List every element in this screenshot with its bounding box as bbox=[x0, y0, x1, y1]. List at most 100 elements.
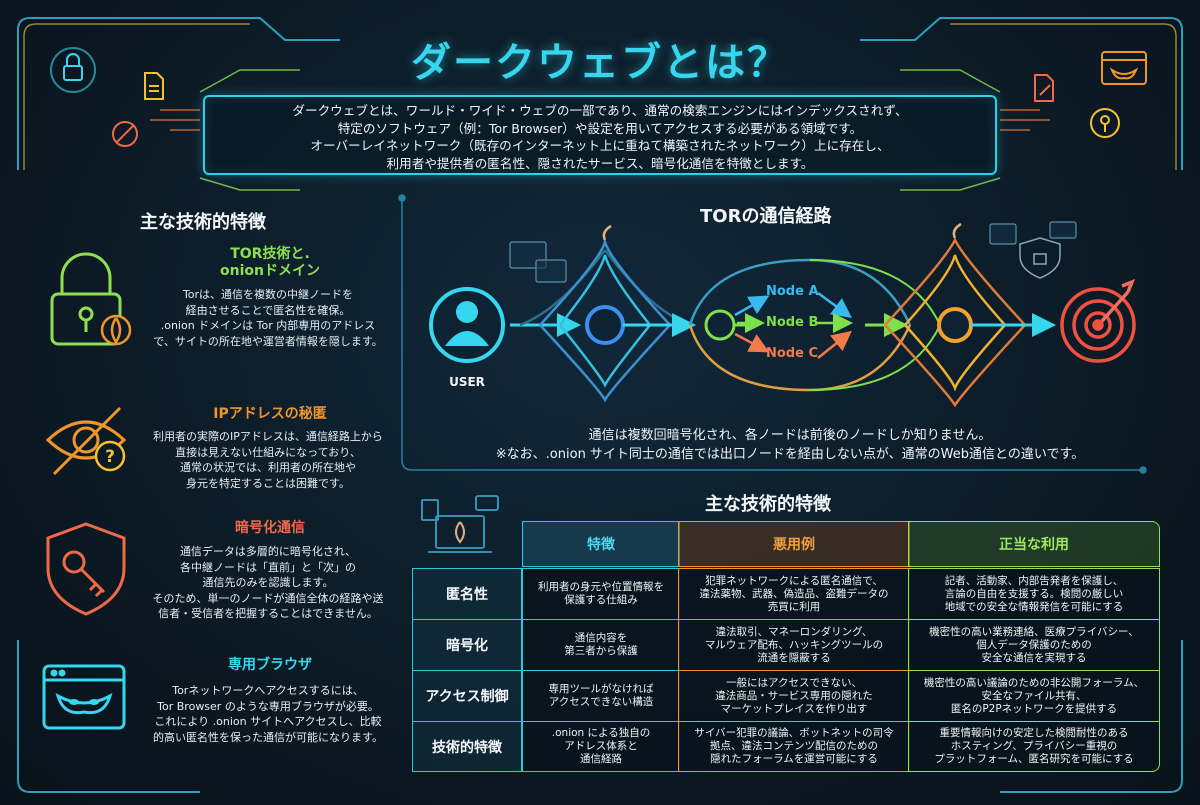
row-label: 暗号化 bbox=[412, 619, 522, 671]
shield-lock-icon bbox=[1019, 237, 1061, 279]
page-title: ダークウェブとは？ bbox=[411, 40, 789, 86]
cell-legit: 記者、活動家、内部告発者を保護し、 言論の自由を支援する。検閲の厳しい 地域での… bbox=[908, 568, 1160, 620]
cell-line: 違法取引、マネーロンダリング、 bbox=[715, 625, 873, 638]
cell-line: 通信経路 bbox=[580, 753, 622, 765]
cell-line: アクセスできない構造 bbox=[548, 696, 654, 708]
cell-legit: 機密性の高い業務連絡、医療プライバシー、 個人データ保護のための 安全な通信を実… bbox=[908, 619, 1160, 671]
cell-line: 通信内容を bbox=[574, 632, 628, 644]
feature-body-line: 的高い匿名性を保った通信が可能になります。 bbox=[153, 730, 383, 744]
feature-body: Torネットワークへアクセスするには、 Tor Browser のような専用ブラ… bbox=[128, 683, 408, 745]
cell-line: 第三者から保護 bbox=[564, 645, 638, 657]
cell-line: 安全な通信を実現する bbox=[981, 651, 1087, 664]
tor-route-caption: 通信は複数回暗号化され、各ノードは前後のノードしか知りません。 ※なお、.oni… bbox=[440, 426, 1140, 464]
shield-key-icon bbox=[46, 522, 126, 616]
feature-heading-line: 専用ブラウザ bbox=[228, 657, 312, 673]
feature-body-line: で、サイトの所在地や運営者情報を隠します。 bbox=[153, 334, 383, 348]
cell-line: .onion による独自の bbox=[551, 727, 651, 739]
cell-line: 言論の自由を支援する。検閲の厳しい bbox=[944, 587, 1124, 600]
intro-line: 特定のソフトウェア（例：Tor Browser）や設定を用いてアクセスする必要が… bbox=[337, 120, 863, 136]
cell-line: 違法薬物、武器、偽造品、盗難データの bbox=[699, 587, 889, 600]
node-c-label: Node C bbox=[766, 346, 818, 361]
feature-heading: 暗号化通信 bbox=[150, 520, 390, 537]
feature-heading-line: TOR技術と. bbox=[230, 246, 310, 262]
intro-line: 利用者や提供者の匿名性、隠されたサービス、暗号化通信を特徴とします。 bbox=[386, 155, 814, 171]
feature-body-line: .onion ドメインは Tor 内部専用のアドレス bbox=[160, 319, 376, 332]
cell-abuse: 一般にはアクセスできない、 違法商品・サービス専用の隠れた マーケットプレイスを… bbox=[678, 670, 910, 722]
cell-line: 専用ツールがなければ bbox=[548, 683, 654, 695]
cell-line: サイバー犯罪の議論、ボットネットの司令 bbox=[694, 727, 894, 739]
tor-route-diagram bbox=[429, 221, 1136, 408]
feature-body: 通信データは多層的に暗号化され、 各中継ノードは「直前」と「次」の 通信先のみを… bbox=[128, 544, 408, 622]
cell-feature: 利用者の身元や位置情報を 保護する仕組み bbox=[522, 568, 680, 620]
row-label: 技術的特徴 bbox=[412, 721, 522, 772]
cell-line: 重要情報向けの安定した検閲耐性のある bbox=[939, 727, 1129, 739]
node-b-label: Node B bbox=[766, 315, 819, 330]
feature-body-line: Tor Browser のような専用ブラウザが必要。 bbox=[157, 699, 379, 713]
header-feature: 特徴 bbox=[522, 521, 680, 567]
feature-body-line: 通信先のみを認識します。 bbox=[202, 576, 334, 589]
browser-mask-icon bbox=[1101, 51, 1147, 85]
tor-route-title: TORの通信経路 bbox=[700, 206, 832, 227]
feature-body-line: これにより .onion サイトへアクセスし、比較 bbox=[154, 715, 382, 728]
cell-line: マーケットプレイスを作り出す bbox=[720, 702, 868, 715]
user-label: USER bbox=[449, 375, 485, 389]
cell-line: 機密性の高い議論のための非公開フォーラム、 bbox=[923, 676, 1145, 689]
feature-body-line: そのため、単一のノードが通信全体の経路や送 bbox=[152, 591, 384, 605]
laptop-onion-icon bbox=[421, 495, 499, 553]
hidden-eye-icon: ? bbox=[45, 406, 127, 476]
cell-line: 機密性の高い業務連絡、医療プライバシー、 bbox=[929, 625, 1139, 638]
browser-mask-icon bbox=[42, 664, 126, 730]
cell-abuse: 違法取引、マネーロンダリング、 マルウェア配布、ハッキングツールの 流通を隠蔽す… bbox=[678, 619, 910, 671]
cell-feature: 専用ツールがなければ アクセスできない構造 bbox=[522, 670, 680, 722]
intro-line: オーバーレイネットワーク（既存のインターネット上に重ねて構築されたネットワーク）… bbox=[310, 138, 890, 153]
table-title: 主な技術的特徴 bbox=[705, 494, 831, 515]
cell-abuse: 犯罪ネットワークによる匿名通信で、 違法薬物、武器、偽造品、盗難データの 売買に… bbox=[678, 568, 910, 620]
features-table: 特徴 悪用例 正当な利用 匿名性 利用者の身元や位置情報を 保護する仕組み 犯罪… bbox=[412, 521, 1160, 772]
cell-line: 隠れたフォーラムを運営可能にする bbox=[710, 753, 878, 765]
cell-line: 記者、活動家、内部告発者を保護し、 bbox=[944, 574, 1124, 587]
feature-body-line: 身元を特定することは困難です。 bbox=[186, 476, 350, 490]
cell-line: 売買に利用 bbox=[767, 600, 821, 613]
feature-body-line: 通信データは多層的に暗号化され、 bbox=[179, 545, 357, 558]
svg-text:?: ? bbox=[105, 447, 115, 467]
row-label: 匿名性 bbox=[412, 568, 522, 620]
cell-legit: 重要情報向けの安定した検閲耐性のある ホスティング、プライバシー重視の プラット… bbox=[908, 721, 1160, 772]
feature-body-line: 通常の状況では、利用者の所在地や bbox=[180, 461, 356, 474]
no-tracking-icon bbox=[112, 121, 138, 147]
cell-legit: 機密性の高い議論のための非公開フォーラム、 安全なファイル共有、 匿名のP2Pネ… bbox=[908, 670, 1160, 722]
screen-icon bbox=[509, 221, 1077, 283]
cell-line: 流通を隠蔽する bbox=[757, 651, 831, 664]
feature-body-line: 信者・受信者を把握することはできません。 bbox=[158, 607, 378, 620]
padlock-onion-icon bbox=[50, 252, 132, 346]
user-icon bbox=[429, 287, 505, 363]
feature-heading: 専用ブラウザ bbox=[150, 657, 390, 674]
features-title: 主な技術的特徴 bbox=[140, 212, 266, 233]
feature-body: Torは、通信を複数の中継ノードを 経由させることで匿名性を確保。 .onion… bbox=[128, 287, 408, 349]
cell-line: 匿名のP2Pネットワークを提供する bbox=[950, 702, 1118, 715]
feature-heading-line: IPアドレスの秘匿 bbox=[213, 406, 327, 422]
target-icon bbox=[1060, 278, 1136, 363]
cell-line: 保護する仕組み bbox=[564, 594, 638, 606]
cell-line: 違法商品・サービス専用の隠れた bbox=[715, 689, 873, 702]
entry-node bbox=[585, 305, 625, 345]
exit-node bbox=[937, 307, 973, 343]
cell-feature: .onion による独自の アドレス体系と 通信経路 bbox=[522, 721, 680, 772]
feature-body-line: 各中継ノードは「直前」と「次」の bbox=[180, 560, 356, 574]
cell-line: 一般にはアクセスできない、 bbox=[726, 676, 862, 689]
cell-line: マルウェア配布、ハッキングツールの bbox=[704, 638, 884, 651]
feature-heading-line: 暗号化通信 bbox=[235, 520, 305, 536]
caption-line: 通信は複数回暗号化され、各ノードは前後のノードしか知りません。 bbox=[588, 428, 992, 443]
cell-line: アドレス体系と bbox=[564, 740, 638, 752]
document-icon bbox=[144, 72, 164, 100]
feature-body-line: 利用者の実際のIPアドレスは、通信経路上から bbox=[153, 430, 383, 443]
cell-line: 地域での安全な情報発信を可能にする bbox=[944, 600, 1124, 613]
feature-heading: IPアドレスの秘匿 bbox=[150, 406, 390, 423]
feature-heading: TOR技術と. onionドメイン bbox=[150, 246, 390, 280]
cell-line: 個人データ保護のための bbox=[976, 638, 1092, 651]
cell-abuse: サイバー犯罪の議論、ボットネットの司令 拠点、違法コンテンツ配信のための 隠れた… bbox=[678, 721, 910, 772]
header-abuse: 悪用例 bbox=[678, 521, 910, 567]
intro-line: ダークウェブとは、ワールド・ワイド・ウェブの一部であり、通常の検索エンジンにはイ… bbox=[292, 103, 908, 118]
caption-line: ※なお、.onion サイト同士の通信では出口ノードを経由しない点が、通常のWe… bbox=[495, 447, 1085, 462]
cell-line: ホスティング、プライバシー重視の bbox=[950, 740, 1118, 752]
